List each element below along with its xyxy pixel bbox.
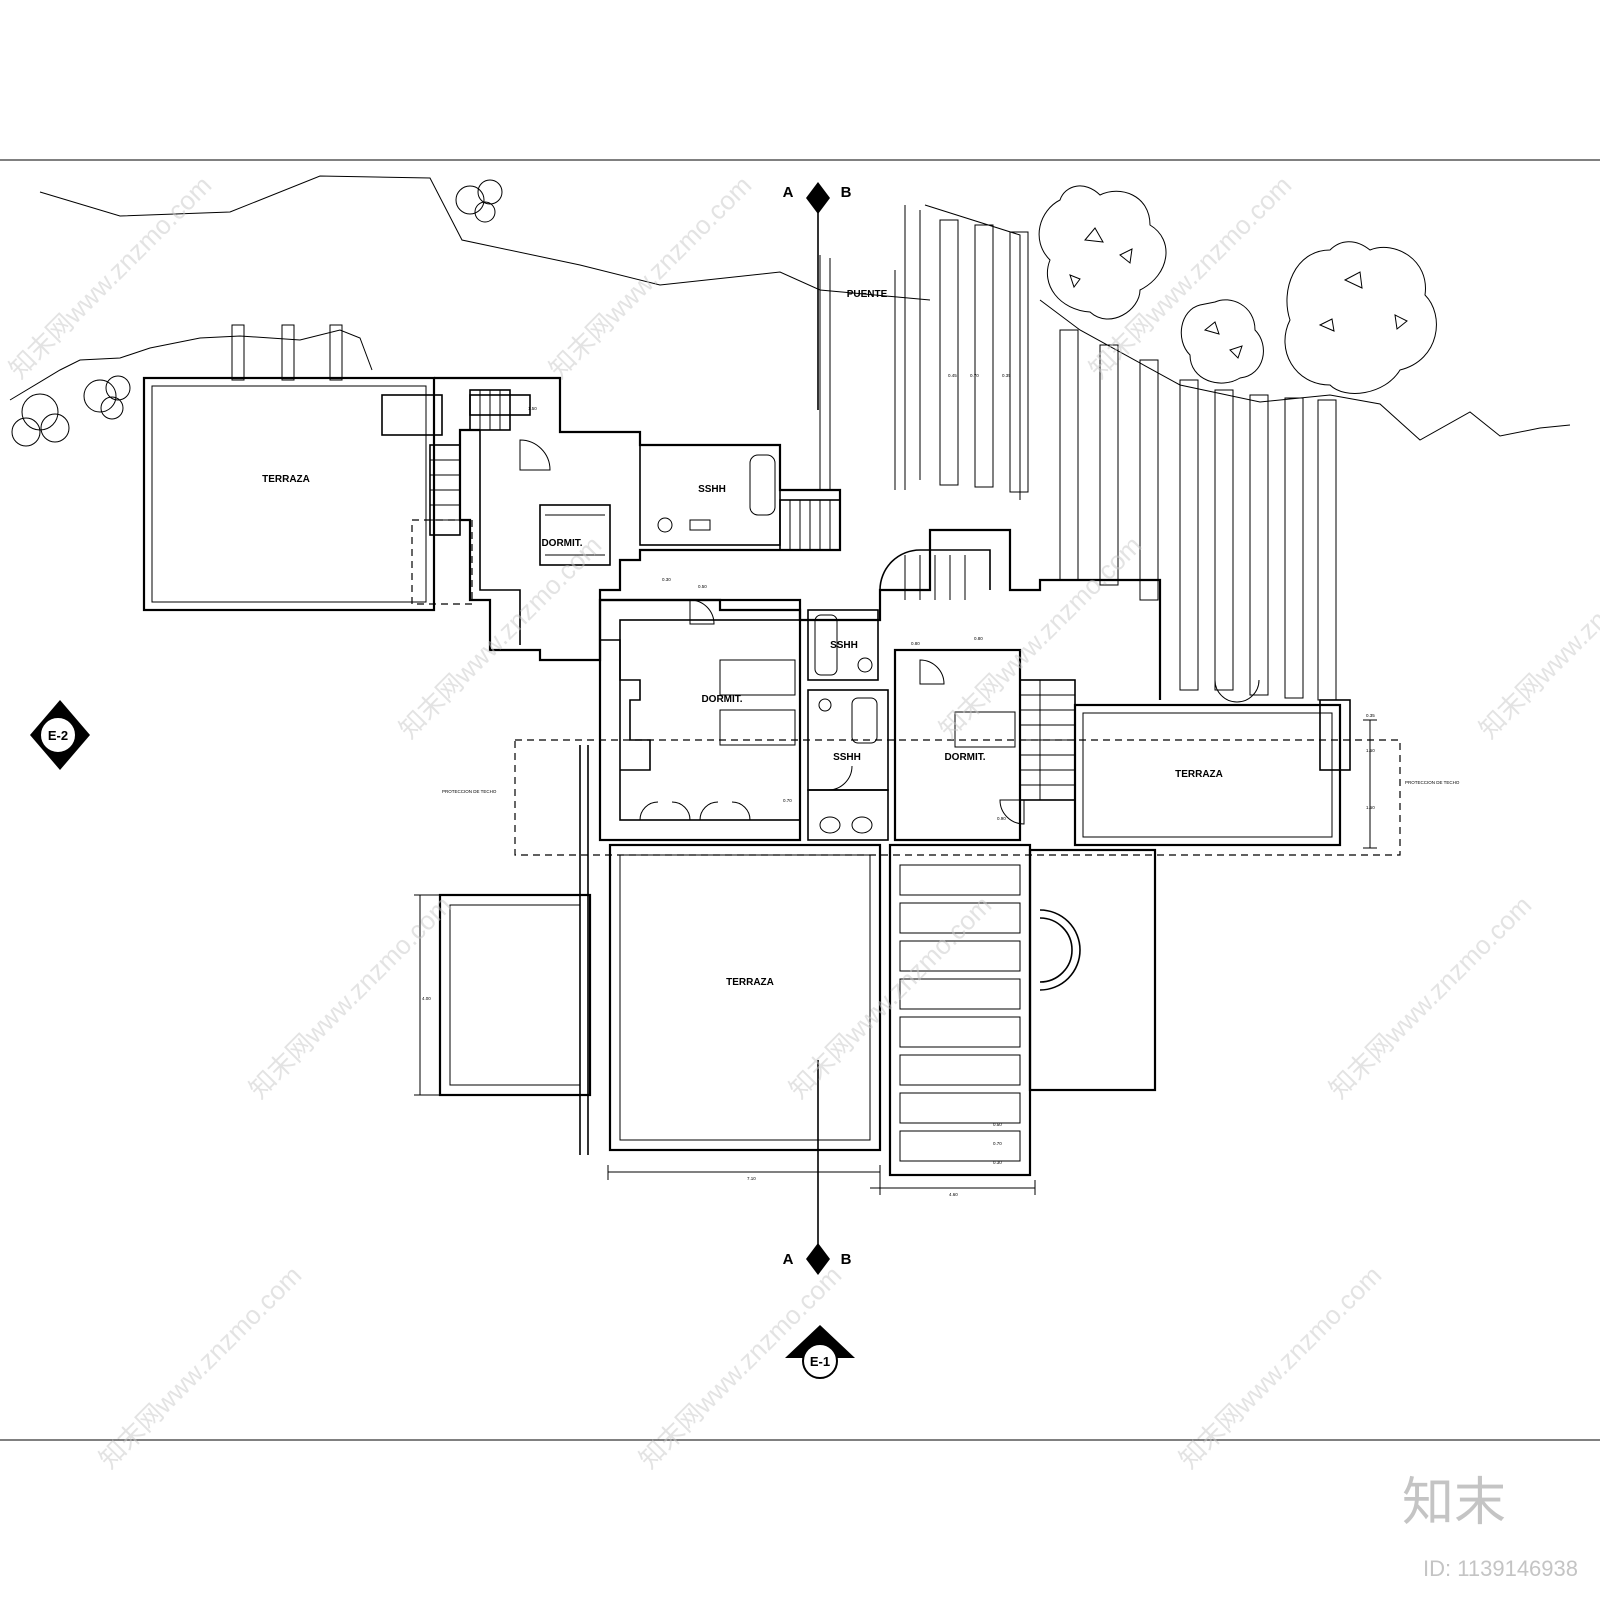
room-label-sshh-top: SSHH: [698, 484, 726, 495]
shrub-icon: [455, 179, 503, 223]
section-mark-bottom-a: A: [783, 1251, 794, 1268]
elevation-marker-e2: E-2: [30, 700, 90, 770]
watermark-text: 知末网www.znzmo.com: [1083, 170, 1297, 384]
tree-icon: [1180, 299, 1264, 384]
shrub-icon: [11, 393, 70, 447]
room-label-sshh-mid: SSHH: [830, 640, 858, 651]
dim-sshh-v: 0.80: [974, 636, 983, 641]
central-wing: [598, 528, 1162, 842]
note-roof-right: PROTECCION DE TECHO: [1405, 780, 1460, 785]
watermark-text: 知末网www.znzmo.com: [1173, 1260, 1387, 1474]
dim-terr-r-a: 0.35: [1366, 713, 1375, 718]
section-mark-top-a: A: [783, 184, 794, 201]
terrain-contour: [9, 175, 1571, 441]
room-label-dormit-top: DORMIT.: [541, 538, 582, 549]
dim-closet-v: 0.70: [783, 798, 792, 803]
dim-dormit-r-v: 0.90: [997, 816, 1006, 821]
brand-id: ID: 1139146938: [1423, 1556, 1578, 1581]
dim-trench-c: 0.35: [1002, 373, 1011, 378]
dim-terr-left-v: 4.00: [422, 996, 431, 1001]
dim-hall-v: 0.30: [662, 577, 671, 582]
room-label-puente: PUENTE: [847, 289, 888, 300]
dim-bottom-b: 4.60: [949, 1192, 958, 1197]
dim-hall-h: 0.50: [698, 584, 707, 589]
dim-trench-a: 0.45: [948, 373, 957, 378]
shrub-icon: [83, 375, 131, 420]
elevation-marker-e1: E-1: [785, 1325, 855, 1379]
watermark-layer: 知末网www.znzmo.com 知末网www.znzmo.com 知末网www…: [3, 170, 1600, 1474]
room-label-terraza-right: TERRAZA: [1175, 769, 1223, 780]
dim-steps-a: 0.50: [993, 1122, 1002, 1127]
lower-terrace: [414, 719, 1377, 1195]
section-cut-line: [806, 182, 830, 1275]
tree-icons: [11, 179, 1437, 447]
dim-terr-r-c: 1.50: [1366, 805, 1375, 810]
watermark-text: 知末网www.znzmo.com: [1473, 530, 1600, 744]
brand-block: 知末 ID: 1139146938: [1402, 1474, 1578, 1581]
watermark-text: 知末网www.znzmo.com: [393, 530, 607, 744]
elevation-label-bottom: E-1: [810, 1354, 830, 1369]
watermark-text: 知末网www.znzmo.com: [93, 1260, 307, 1474]
watermark-text: 知末网www.znzmo.com: [543, 170, 757, 384]
upper-wing: [381, 376, 842, 662]
watermark-text: 知末网www.znzmo.com: [3, 170, 217, 384]
stairs-central: [904, 555, 966, 600]
dim-terr-r-b: 1.50: [1366, 748, 1375, 753]
room-label-terraza-bottom: TERRAZA: [726, 977, 774, 988]
section-mark-top-b: B: [841, 184, 852, 201]
dim-bottom-a: 7.10: [747, 1176, 756, 1181]
brand-logo-text: 知末: [1402, 1474, 1506, 1532]
terrace-left: [142, 324, 473, 612]
sheet-frame: [0, 159, 1600, 1441]
stairs-left: [429, 389, 511, 536]
dim-trench-b: 0.70: [970, 373, 979, 378]
tree-icon: [1038, 185, 1167, 320]
watermark-text: 知末网www.znzmo.com: [1323, 890, 1537, 1104]
room-label-dormit-center: DORMIT.: [701, 694, 742, 705]
garden-strips: [904, 204, 1337, 703]
section-mark-bottom-b: B: [841, 1251, 852, 1268]
room-label-sshh-lower: SSHH: [833, 752, 861, 763]
dim-stair-top: 1.50: [528, 406, 537, 411]
tree-icon: [1284, 241, 1437, 394]
closet-doors: [639, 801, 751, 821]
note-roof-left: PROTECCION DE TECHO: [442, 789, 497, 794]
dim-steps-b: 0.70: [993, 1141, 1002, 1146]
room-label-dormit-right: DORMIT.: [944, 752, 985, 763]
dim-steps-c: 0.30: [993, 1160, 1002, 1165]
right-wing: [514, 648, 1401, 856]
bridge-puente: [819, 255, 896, 490]
room-label-terraza-left: TERRAZA: [262, 474, 310, 485]
dim-sshh-h: 0.80: [911, 641, 920, 646]
elevation-label-left: E-2: [48, 728, 68, 743]
